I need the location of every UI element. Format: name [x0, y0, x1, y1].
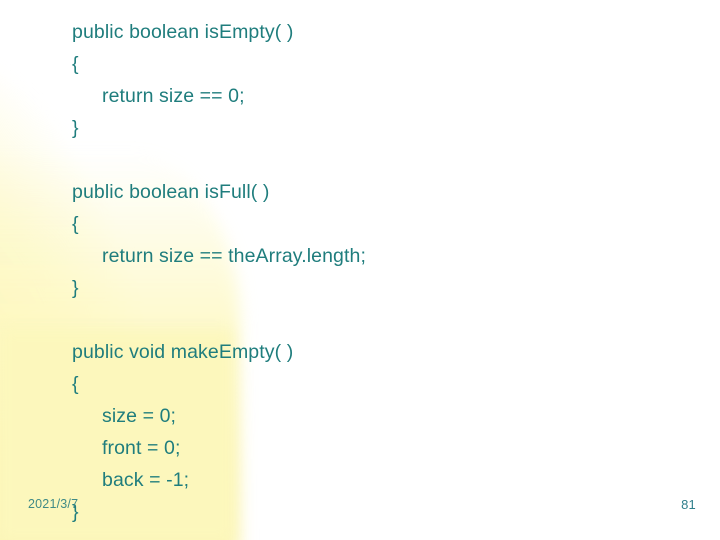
code-line-blank — [72, 144, 692, 176]
code-line: public boolean isEmpty( ) — [72, 21, 294, 43]
code-line: } — [72, 117, 79, 139]
code-line: } — [72, 277, 79, 299]
code-line: back = -1; — [102, 469, 190, 491]
code-line: size = 0; — [102, 405, 177, 427]
footer-date: 2021/3/7 — [28, 497, 79, 511]
code-line: { — [72, 213, 79, 235]
footer-page-number: 81 — [681, 497, 696, 512]
code-block: public boolean isEmpty( ) { return size ==… — [72, 16, 692, 528]
code-line: public boolean isFull( ) — [72, 181, 270, 203]
code-line: return size == 0; — [102, 85, 245, 107]
code-line: { — [72, 373, 79, 395]
code-line: { — [72, 53, 79, 75]
code-line-blank — [72, 304, 692, 336]
code-line: return size == theArray.length; — [102, 245, 366, 267]
code-line: public void makeEmpty( ) — [72, 341, 294, 363]
slide-footer: 2021/3/7 81 — [0, 497, 720, 527]
code-line: front = 0; — [102, 437, 181, 459]
